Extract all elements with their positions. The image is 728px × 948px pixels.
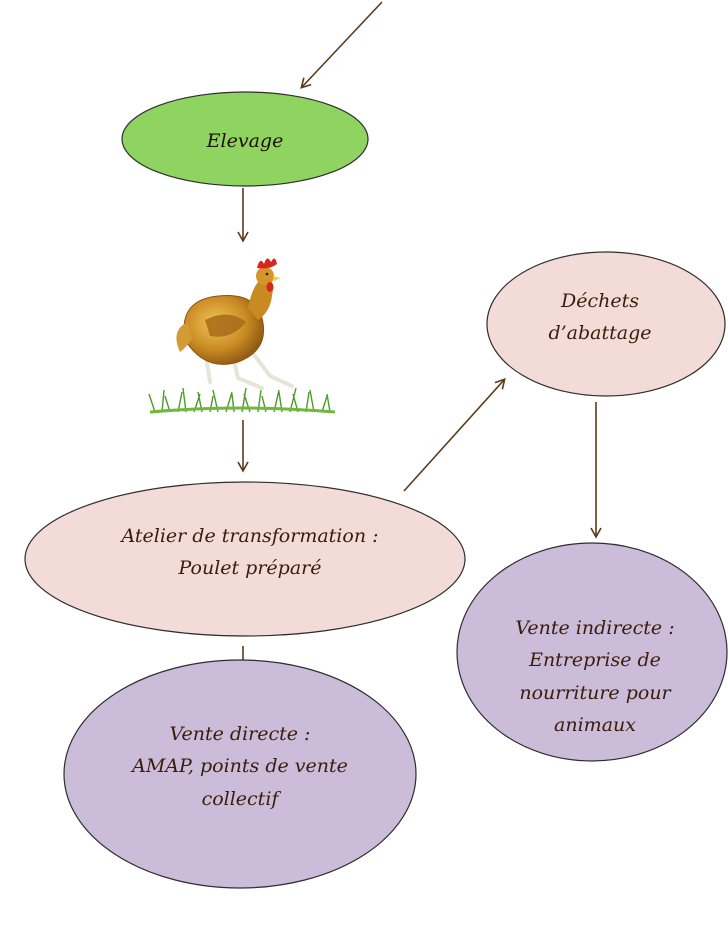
arrow-incoming	[300, 1, 383, 89]
node-vente-indirecte	[456, 542, 728, 762]
node-label-atelier: Atelier de transformation : Poulet prépa…	[70, 520, 430, 585]
label-line: Vente directe :	[169, 723, 311, 745]
node-vente-directe	[63, 659, 417, 889]
node-label-vente-indirecte: Vente indirecte : Entreprise de nourritu…	[470, 612, 720, 741]
label-line: nourriture pour	[519, 681, 671, 704]
label-line: Entreprise de	[529, 649, 661, 672]
chicken-icon	[148, 258, 336, 414]
label-line: d’abattage	[548, 322, 652, 345]
label-line: collectif	[201, 787, 279, 810]
label-line: Poulet préparé	[178, 557, 322, 580]
label-line: animaux	[554, 713, 636, 736]
arrow-atelier-to-dechets	[403, 378, 506, 492]
node-label-vente-directe: Vente directe : AMAP, points de vente co…	[95, 718, 385, 815]
label-line: Vente indirecte :	[515, 617, 675, 639]
node-atelier	[24, 481, 466, 637]
label-line: AMAP, points de vente	[132, 755, 348, 778]
node-elevage	[121, 91, 369, 187]
label-line: Atelier de transformation :	[121, 525, 379, 547]
label-line: Elevage	[206, 130, 284, 152]
node-label-dechets: Déchets d’abattage	[500, 285, 700, 350]
node-dechets	[486, 251, 726, 397]
node-label-elevage: Elevage	[190, 125, 300, 157]
label-line: Déchets	[561, 290, 639, 312]
